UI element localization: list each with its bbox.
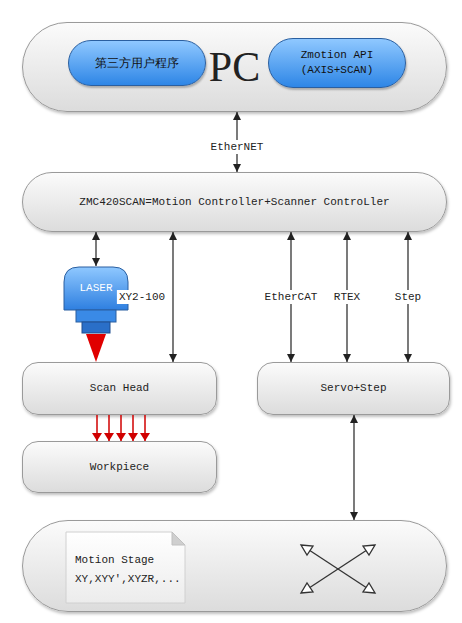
signal-label: Step [393, 290, 423, 304]
node-text: PC [209, 46, 260, 88]
node-text: Zmotion API (AXIS+SCAN) [283, 48, 391, 78]
arrow-head [404, 354, 412, 362]
arrow-head [233, 112, 241, 120]
arrow-head [104, 433, 114, 441]
connector-line [346, 232, 347, 362]
connector [343, 232, 351, 362]
connector-line [407, 232, 408, 362]
signal-label: RTEX [332, 290, 362, 304]
node-text: Workpiece [90, 460, 149, 475]
arrow-head [233, 164, 241, 172]
signal-label: XY2-100 [117, 290, 167, 304]
arrow-head [350, 512, 358, 520]
connector-line [172, 232, 173, 362]
signal-label: EtherNET [209, 140, 266, 154]
connector [404, 232, 412, 362]
ray-line [144, 415, 146, 441]
connector [92, 232, 100, 266]
arrow-head [169, 354, 177, 362]
text-area: Zmotion API (AXIS+SCAN) [283, 39, 391, 87]
node-text: 第三方用户程序 [95, 57, 179, 69]
process-box: Scan Head [22, 362, 217, 415]
connector [350, 415, 358, 520]
connector-line [353, 415, 354, 520]
api-pill: Zmotion API (AXIS+SCAN) [268, 38, 406, 88]
stage-band: Motion Stage XY,XYY',XYZR,... [22, 520, 447, 612]
process-box: Servo+Step [257, 362, 450, 415]
motion-cross-arrows [301, 545, 375, 593]
node-text: Motion Stage XY,XYY',XYZR,... [75, 551, 193, 589]
program-pill: 第三方用户程序 [68, 40, 206, 86]
arrow-head [92, 433, 102, 441]
node-text: Scan Head [90, 381, 149, 396]
signal-label: EtherCAT [263, 290, 320, 304]
ray-line [96, 415, 98, 441]
node-text: ZMC420SCAN=Motion Controller+Scanner Con… [79, 195, 389, 210]
ray-line [108, 415, 110, 441]
connector [169, 232, 177, 362]
arrow-head [169, 232, 177, 240]
note-shape [66, 532, 185, 603]
connector [233, 112, 241, 172]
arrow-head [128, 433, 138, 441]
connector-line [95, 232, 96, 266]
arrow-head [92, 232, 100, 240]
arrow-head [350, 415, 358, 423]
ray-line [120, 415, 122, 441]
arrow-head [116, 433, 126, 441]
laser-beam [86, 334, 106, 362]
ray-line [132, 415, 134, 441]
connector-line [236, 112, 237, 172]
connector-line [290, 232, 291, 362]
arrow-head [140, 433, 150, 441]
arrow-head [343, 232, 351, 240]
arrow-head [404, 232, 412, 240]
beam-triangle [86, 334, 106, 362]
process-box: Workpiece [22, 441, 217, 493]
text-area: Motion Stage XY,XYY',XYZR,... [75, 539, 193, 601]
arrow-head [92, 258, 100, 266]
controller-band: ZMC420SCAN=Motion Controller+Scanner Con… [22, 172, 447, 232]
arrow-head [287, 232, 295, 240]
arrow-head [287, 354, 295, 362]
node-text: Servo+Step [320, 381, 386, 396]
node-text: LASER [79, 281, 112, 296]
laser-rays [92, 415, 150, 441]
connector [287, 232, 295, 362]
pc-band: PC 第三方用户程序 Zmotion API (AXIS+SCAN) [22, 22, 447, 112]
arrow-head [343, 354, 351, 362]
